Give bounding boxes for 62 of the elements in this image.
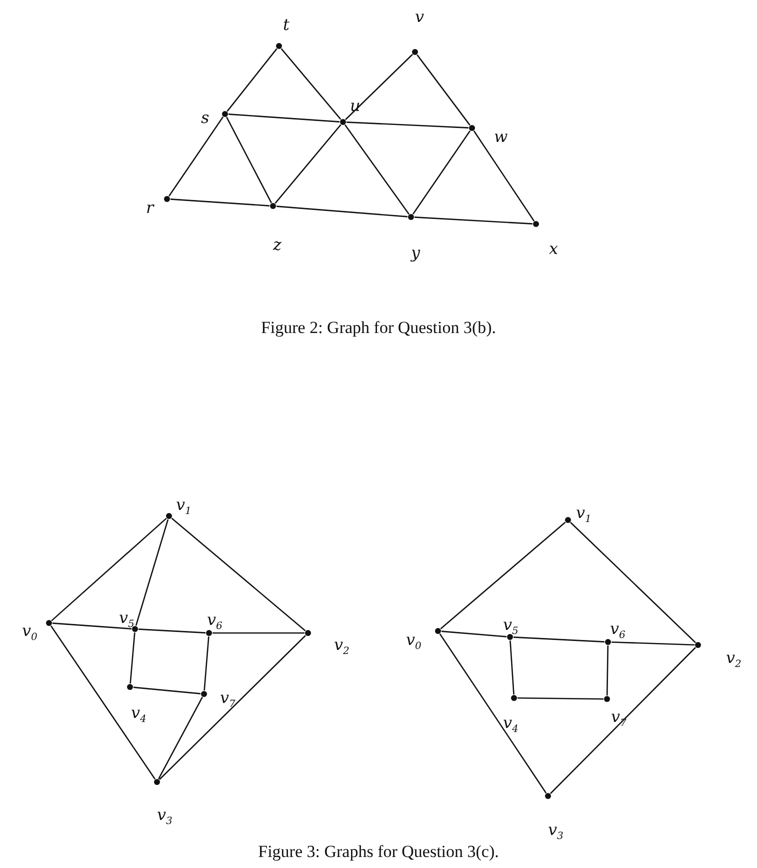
vertex-label: w [494,128,508,145]
edge-line [441,630,507,638]
vertex-label: v$_{3}$ [548,821,564,838]
vertex-label: v$_{3}$ [157,806,172,823]
edge-line [570,522,696,644]
vertex-label: v$_{2}$ [726,649,742,666]
edge-line [518,697,604,700]
edge-line [412,130,471,214]
edge-line [439,634,547,794]
vertex-label: v [415,8,424,25]
edge-line [138,628,206,634]
vertex-label: t [283,16,290,33]
edge-line [606,645,609,696]
edge-line [226,116,272,204]
edge-line [344,124,410,215]
edge-line [159,635,306,780]
vertex-label: z [273,236,282,253]
edge-line [226,48,278,112]
vertex-label: v$_{6}$ [610,620,626,637]
edge-line [345,54,413,120]
vertex-label: s [201,109,210,126]
vertex-label: v$_{7}$ [220,689,236,706]
vertex-label: v$_{5}$ [503,616,518,633]
edge-line [168,116,224,196]
vertex-label: r [146,199,154,216]
edge-line [51,518,167,622]
edge-line [416,54,470,126]
edge-line [212,632,304,634]
edge-line [130,632,136,684]
edge-line [440,522,566,630]
edge-line [280,48,342,120]
vertex-label: v$_{1}$ [176,496,192,513]
edge-line [204,636,210,691]
edge-line [550,647,696,794]
vertex-label: v$_{0}$ [22,622,38,639]
edge-line [274,124,342,204]
edge-line [510,640,514,695]
edge-line [170,198,270,206]
vertex-label: v$_{2}$ [334,636,350,653]
vertex-label: y [411,244,420,261]
edge-line [513,636,605,642]
edge-line [346,122,469,128]
vertex-label: v$_{1}$ [576,504,592,521]
vertex-label: v$_{5}$ [119,609,134,626]
figure-caption: Figure 2: Graph for Question 3(b). [260,318,496,338]
edge-line [611,641,695,646]
edge-line [228,114,340,122]
edge-line [135,519,169,626]
figure-caption: Figure 3: Graphs for Question 3(c). [258,842,499,862]
edge-line [50,626,156,780]
vertex-label: v$_{0}$ [406,631,422,648]
vertex-label: v$_{4}$ [131,704,146,721]
vertex-label: v$_{6}$ [207,611,222,628]
edge-line [158,696,203,780]
edge-line [133,686,201,694]
edge-line [276,206,408,218]
edge-line [473,130,535,222]
vertex-label: x [549,240,558,257]
edge-line [52,622,132,630]
edge-line [414,216,533,224]
edge-line [171,518,306,632]
vertex-label: v$_{4}$ [503,714,518,731]
